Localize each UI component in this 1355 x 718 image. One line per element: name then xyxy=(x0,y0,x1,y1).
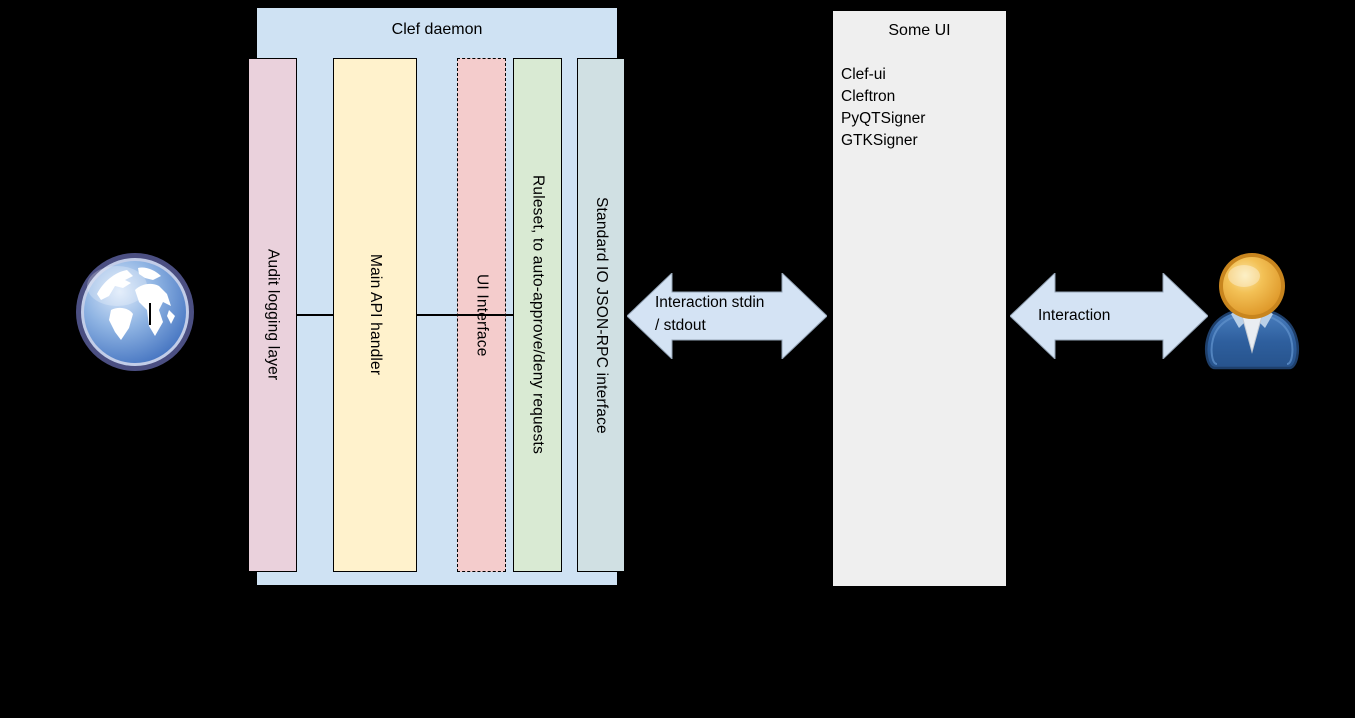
clef-daemon-box xyxy=(256,7,618,586)
stdio-arrow: Interaction stdin / stdout xyxy=(626,271,828,361)
user-arrow-label: Interaction xyxy=(1038,304,1110,327)
user-arrow-label-line1: Interaction xyxy=(1038,307,1111,324)
layer-stdio-jsonrpc: Standard IO JSON-RPC interface xyxy=(577,58,625,572)
user-arrow: Interaction xyxy=(1009,271,1209,361)
stdio-arrow-label: Interaction stdin / stdout xyxy=(655,291,764,337)
some-ui-item: Clef-ui xyxy=(841,66,886,83)
some-ui-box xyxy=(832,10,1007,587)
layer-audit-logging: Audit logging layer xyxy=(248,58,297,572)
layer-ruleset: Ruleset, to auto-approve/deny requests xyxy=(513,58,562,572)
clef-daemon-title: Clef daemon xyxy=(391,21,483,38)
layer-main-api-handler: Main API handler xyxy=(333,58,417,572)
some-ui-list: Clef-ui Cleftron PyQTSigner GTKSigner xyxy=(841,64,1001,152)
stdio-arrow-label-line1: Interaction stdin xyxy=(655,294,765,311)
connector-api-to-ruleset xyxy=(417,314,513,316)
some-ui-item: GTKSigner xyxy=(841,132,918,149)
some-ui-title: Some UI xyxy=(888,22,951,39)
globe-icon xyxy=(76,253,194,371)
globe-connector-line xyxy=(149,303,151,325)
some-ui-item: Cleftron xyxy=(841,88,896,105)
connector-audit-to-api xyxy=(297,314,333,316)
stdio-arrow-label-line2: / stdout xyxy=(655,317,706,334)
some-ui-item: PyQTSigner xyxy=(841,110,926,127)
layer-audit-logging-label: Audit logging layer xyxy=(264,249,282,381)
layer-main-api-handler-label: Main API handler xyxy=(367,254,384,376)
user-icon xyxy=(1205,253,1299,370)
layer-stdio-jsonrpc-label: Standard IO JSON-RPC interface xyxy=(593,196,610,434)
layer-ruleset-label: Ruleset, to auto-approve/deny requests xyxy=(529,175,547,455)
